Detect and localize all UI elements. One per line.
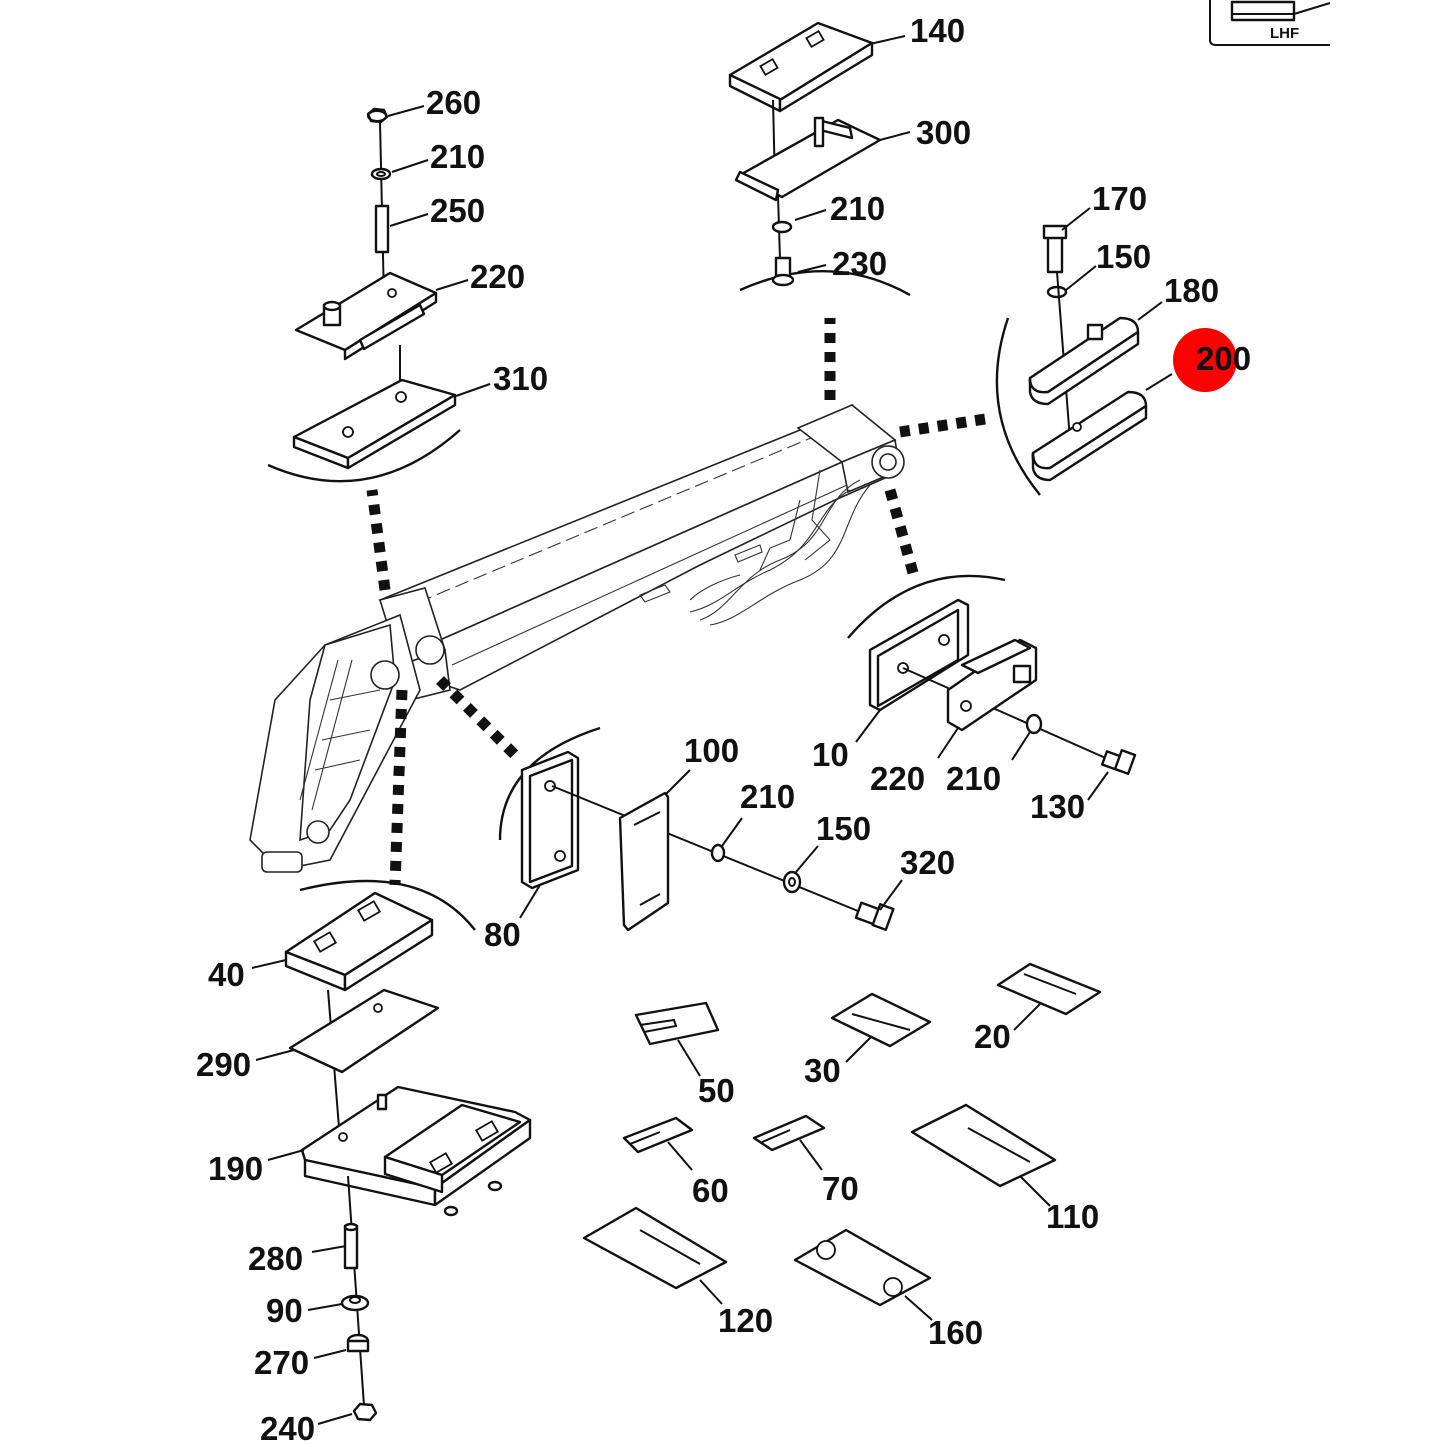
callout-20: 20 (974, 1018, 1011, 1055)
callout-10: 10 (812, 736, 849, 773)
lhf-orientation-tag: LHF (1209, 0, 1331, 46)
callout-150: 150 (1096, 238, 1151, 275)
group-top-left (292, 107, 457, 470)
telescopic-boom (249, 404, 905, 873)
callout-50: 50 (698, 1072, 735, 1109)
callout-120: 120 (718, 1302, 773, 1339)
callout-320: 320 (900, 844, 955, 881)
group-middle-center (520, 750, 895, 932)
callout-310: 310 (493, 360, 548, 397)
group-bottom-left (284, 891, 532, 1422)
callout-210: 210 (740, 778, 795, 815)
callout-160: 160 (928, 1314, 983, 1351)
callout-130: 130 (1030, 788, 1085, 825)
callout-200: 200 (1196, 340, 1251, 377)
callout-230: 230 (832, 245, 887, 282)
group-middle-right (868, 598, 1137, 775)
callout-210: 210 (430, 138, 485, 175)
callout-280: 280 (248, 1240, 303, 1277)
highlight-marker (1173, 328, 1237, 392)
callout-90: 90 (266, 1292, 303, 1329)
group-top-right (1028, 224, 1148, 482)
callout-180: 180 (1164, 272, 1219, 309)
callout-190: 190 (208, 1150, 263, 1187)
callout-60: 60 (692, 1172, 729, 1209)
callout-40: 40 (208, 956, 245, 993)
group-leaders (366, 318, 993, 886)
callout-170: 170 (1092, 180, 1147, 217)
callout-150: 150 (816, 810, 871, 847)
callout-140: 140 (910, 12, 965, 49)
lhf-label: LHF (1270, 25, 1299, 42)
shim-plates (582, 962, 1102, 1307)
callout-70: 70 (822, 1170, 859, 1207)
callout-leaders (251, 35, 1173, 1425)
callout-260: 260 (426, 84, 481, 121)
callout-210: 210 (946, 760, 1001, 797)
callout-220: 220 (870, 760, 925, 797)
callout-labels: 140 300 210 230 260 210 250 220 310 170 … (196, 12, 1251, 1445)
callout-300: 300 (916, 114, 971, 151)
callout-210: 210 (830, 190, 885, 227)
callout-80: 80 (484, 916, 521, 953)
callout-250: 250 (430, 192, 485, 229)
group-top-center (728, 21, 882, 287)
callout-220: 220 (470, 258, 525, 295)
callout-270: 270 (254, 1344, 309, 1381)
callout-110: 110 (1046, 1198, 1099, 1235)
callout-290: 290 (196, 1046, 251, 1083)
callout-240: 240 (260, 1410, 315, 1445)
callout-30: 30 (804, 1052, 841, 1089)
callout-100: 100 (684, 732, 739, 769)
